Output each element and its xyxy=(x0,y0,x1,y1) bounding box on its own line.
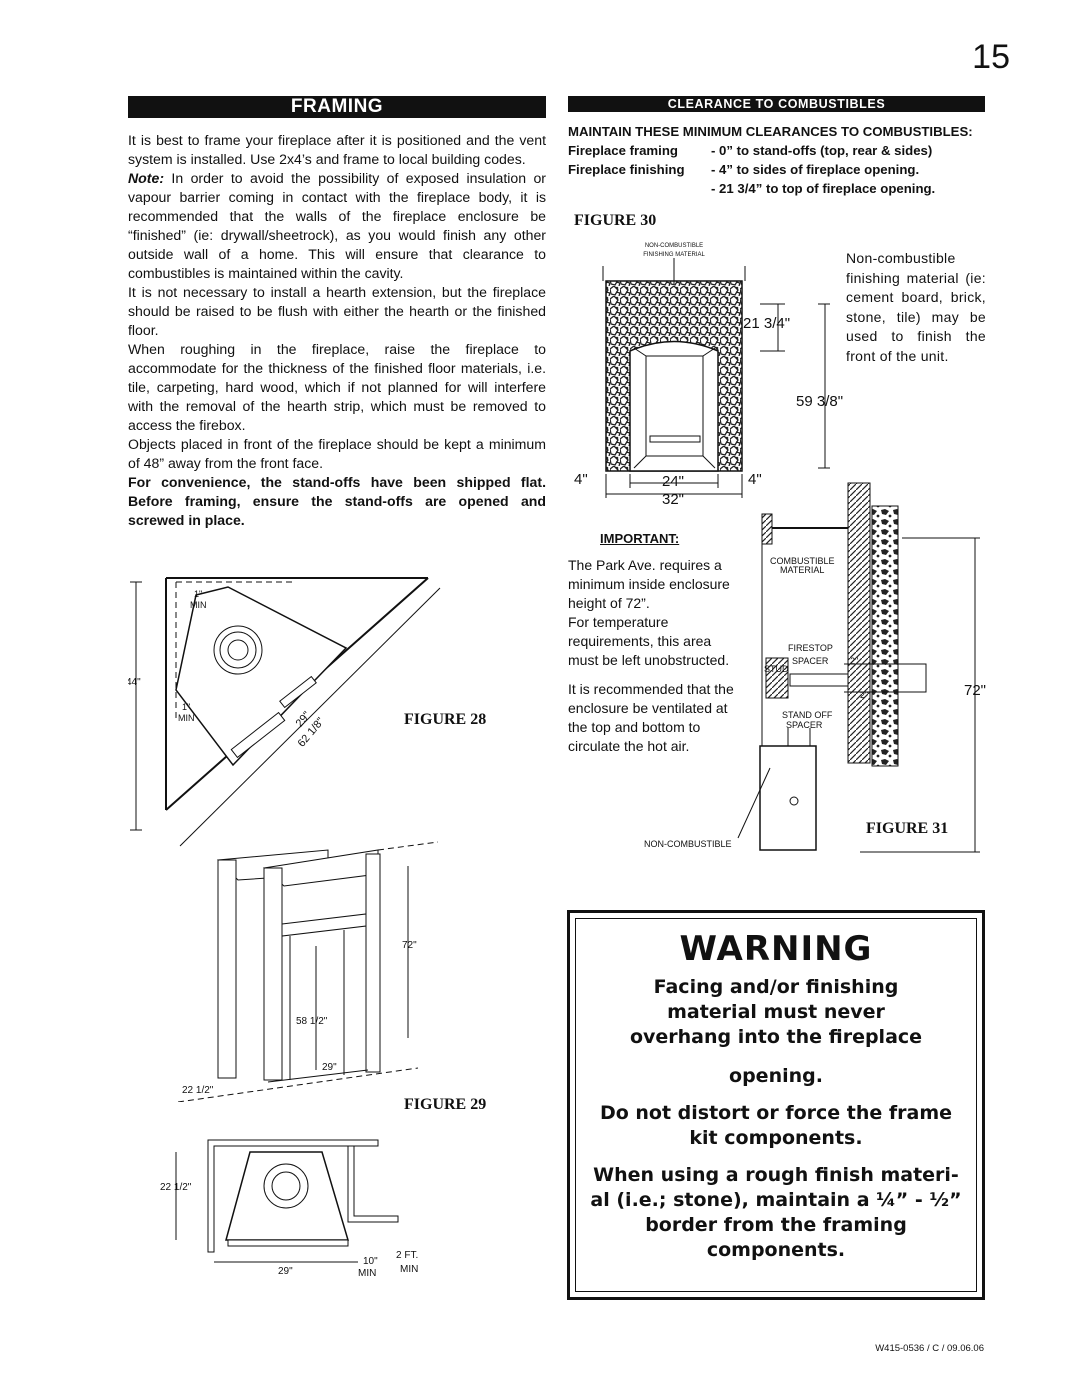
framing-p6: For convenience, the stand-offs have bee… xyxy=(128,474,546,528)
label-firestop: FIRESTOP xyxy=(788,643,833,653)
warning-line: kit components. xyxy=(689,1127,863,1149)
dim-58: 58 1/2" xyxy=(296,1016,328,1027)
clearance-row-label xyxy=(568,179,711,198)
figure-29-diagram: 72" 58 1/2" 29" 22 1/2" xyxy=(178,841,438,1102)
dim-10: 10" xyxy=(363,1256,378,1267)
min-label: MIN xyxy=(358,1268,376,1279)
warning-line: border from the framing xyxy=(645,1214,907,1236)
clearance-row-label: Fireplace finishing xyxy=(568,162,685,177)
clearance-row-label: Fireplace framing xyxy=(568,143,678,158)
warning-line: al (i.e.; stone), maintain a ¼” - ½” xyxy=(590,1189,962,1211)
clearance-heading: CLEARANCE TO COMBUSTIBLES xyxy=(568,96,985,112)
dim-2-lower: 2" xyxy=(860,690,868,700)
dim-2-upper: 2" xyxy=(850,656,858,666)
warning-line: opening. xyxy=(729,1065,823,1087)
clearance-row-value: - 4” to sides of fireplace opening. xyxy=(711,162,920,177)
important-p3: It is recommended that the enclosure be … xyxy=(568,681,734,754)
dim-4-right: 4" xyxy=(748,471,762,488)
dim-22: 22 1/2" xyxy=(182,1085,214,1096)
figure-31-label: FIGURE 31 xyxy=(866,820,949,837)
callout-noncombustible: NON-COMBUSTIBLE xyxy=(645,243,703,249)
clearance-intro: MAINTAIN THESE MINIMUM CLEARANCES TO COM… xyxy=(568,124,973,139)
warning-line: material must never xyxy=(667,1001,885,1023)
dim-29: 29" xyxy=(322,1062,337,1073)
warning-box: WARNING Facing and/or finishing material… xyxy=(567,910,985,1300)
clearance-text: MAINTAIN THESE MINIMUM CLEARANCES TO COM… xyxy=(568,122,985,198)
dim-22: 22 1/2" xyxy=(160,1182,192,1193)
page-number: 15 xyxy=(972,38,1010,76)
clearance-row-value: - 0” to stand-offs (top, rear & sides) xyxy=(711,143,933,158)
warning-line: Facing and/or finishing xyxy=(653,976,899,998)
figure-28-label: FIGURE 28 xyxy=(404,711,487,728)
min-label-2: MIN xyxy=(400,1264,418,1275)
min-top: MIN xyxy=(190,600,207,610)
warning-line: When using a rough finish materi- xyxy=(593,1164,959,1186)
dim-2ft: 2 FT. xyxy=(396,1250,418,1261)
label-stud: STUD xyxy=(764,664,789,674)
note-text: In order to avoid the possibility of exp… xyxy=(128,170,546,281)
dim-44: 44" xyxy=(128,677,141,688)
framing-p5: Objects placed in front of the fireplace… xyxy=(128,436,546,471)
dim-72: 72" xyxy=(402,940,417,951)
label-standoff-spacer: SPACER xyxy=(786,720,823,730)
warning-line: Do not distort or force the frame xyxy=(599,1102,953,1124)
document-code: W415-0536 / C / 09.06.06 xyxy=(875,1343,984,1354)
dim-21-3-4: 21 3/4" xyxy=(743,315,790,332)
dim-24: 24" xyxy=(662,473,684,490)
important-p2: For temperature requirements, this area … xyxy=(568,614,730,668)
framing-text: It is best to frame your fireplace after… xyxy=(128,131,546,530)
dim-1-top: 1" xyxy=(194,589,202,599)
corner-install-diagram: 22 1/2" 29" 10" MIN 2 FT. MIN xyxy=(160,1139,418,1279)
important-heading: IMPORTANT: xyxy=(600,531,680,546)
figure-29-label: FIGURE 29 xyxy=(404,1096,487,1113)
framing-heading: FRAMING xyxy=(128,96,546,118)
figure-28-diagram: 44" 1" MIN 1" MIN 29" 62 1/8" xyxy=(128,577,441,847)
dim-59-3-8: 59 3/8" xyxy=(796,393,843,410)
figure-31-diagram: 72" COMBUSTIBLE MATERIAL FIRESTOP SPACER… xyxy=(644,482,986,853)
note-label: Note: xyxy=(128,170,165,186)
figure-30-label: FIGURE 30 xyxy=(574,212,657,229)
framing-p4: When roughing in the fireplace, raise th… xyxy=(128,341,546,433)
dim-32: 32" xyxy=(662,491,684,506)
clearance-row: - 21 3/4” to top of fireplace opening. xyxy=(568,179,985,198)
warning-title: WARNING xyxy=(679,929,873,969)
figure-30-note: Non-combustible finishing material (ie: … xyxy=(846,250,986,364)
label-spacer: SPACER xyxy=(792,656,829,666)
label-material: MATERIAL xyxy=(780,565,824,575)
label-combustible: COMBUSTIBLE xyxy=(770,556,835,566)
figure-30-diagram: NON-COMBUSTIBLE FINISHING MATERIAL 21 3/… xyxy=(574,243,843,506)
clearance-row-value: - 21 3/4” to top of fireplace opening. xyxy=(711,181,936,196)
dim-4-left: 4" xyxy=(574,471,588,488)
label-noncombustible: NON-COMBUSTIBLE xyxy=(644,839,732,849)
min-left: MIN xyxy=(178,713,195,723)
warning-line: overhang into the fireplace xyxy=(629,1026,923,1048)
clearance-row: Fireplace finishing - 4” to sides of fir… xyxy=(568,160,985,179)
dim-72: 72" xyxy=(964,682,986,699)
important-text: The Park Ave. requires a minimum inside … xyxy=(568,556,742,756)
framing-p2: Note: In order to avoid the possibility … xyxy=(128,169,546,283)
warning-line: components. xyxy=(706,1239,846,1261)
dim-1-left: 1" xyxy=(182,702,190,712)
callout-finishing-material: FINISHING MATERIAL xyxy=(643,252,705,258)
important-p1: The Park Ave. requires a minimum inside … xyxy=(568,557,730,611)
clearance-row: Fireplace framing - 0” to stand-offs (to… xyxy=(568,141,985,160)
framing-p3: It is not necessary to install a hearth … xyxy=(128,284,546,338)
label-standoff: STAND OFF xyxy=(782,710,833,720)
dim-29: 29" xyxy=(278,1266,293,1277)
framing-p1: It is best to frame your fireplace after… xyxy=(128,132,546,167)
